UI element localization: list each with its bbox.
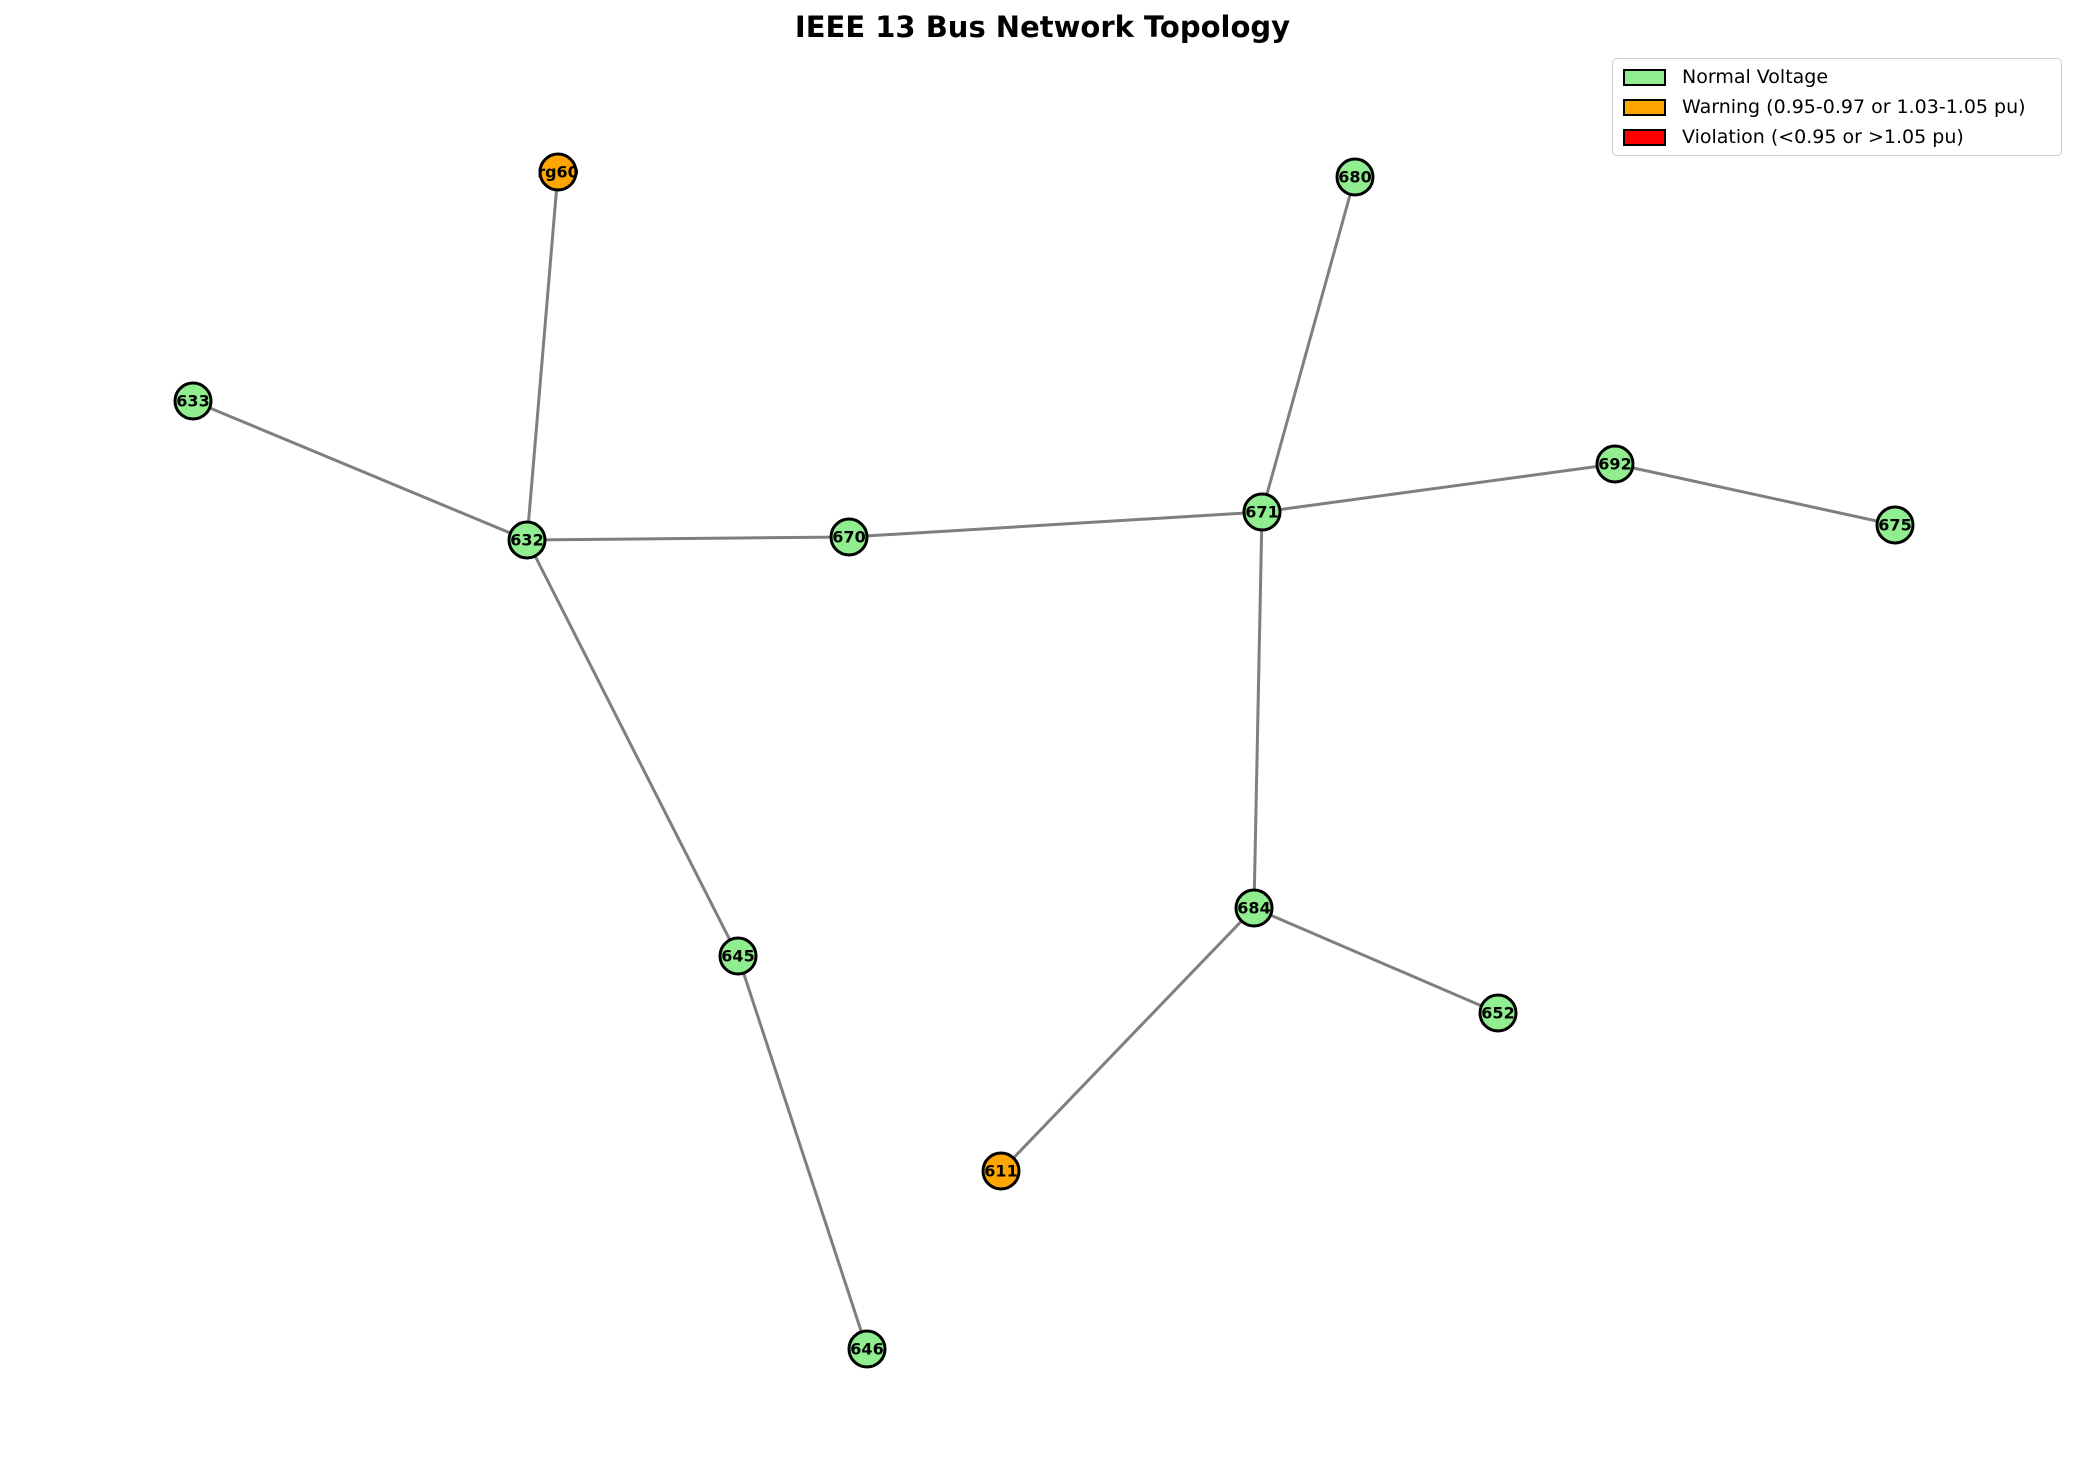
bus-label-646: 646 xyxy=(850,1340,883,1359)
bus-label-671: 671 xyxy=(1245,503,1278,522)
edge-684-611 xyxy=(999,906,1256,1173)
bus-circle-692 xyxy=(1595,444,1635,484)
bus-circle-633 xyxy=(173,381,213,421)
bus-label-670: 670 xyxy=(832,528,865,547)
legend-item-warning: Warning (0.95-0.97 or 1.03-1.05 pu) xyxy=(1613,93,2026,121)
bus-node-632[interactable]: 632 xyxy=(507,520,547,560)
legend-swatch-normal xyxy=(1623,68,1666,86)
bus-label-rg60: rg60 xyxy=(537,163,579,182)
edge-633-632 xyxy=(192,399,528,542)
bus-label-611: 611 xyxy=(984,1162,1017,1181)
bus-node-671[interactable]: 671 xyxy=(1242,492,1282,532)
bus-node-692[interactable]: 692 xyxy=(1595,444,1635,484)
edge-692-675 xyxy=(1614,462,1896,527)
legend-swatch-violation xyxy=(1623,128,1666,146)
edge-645-646 xyxy=(736,955,869,1350)
edges-layer xyxy=(192,171,1896,1350)
bus-node-646[interactable]: 646 xyxy=(847,1329,887,1369)
edge-684-652 xyxy=(1253,906,1499,1015)
legend-swatch-warning xyxy=(1623,98,1666,116)
bus-label-632: 632 xyxy=(510,531,543,550)
bus-circle-675 xyxy=(1875,505,1915,545)
bus-node-633[interactable]: 633 xyxy=(173,381,213,421)
bus-circle-680 xyxy=(1335,157,1375,197)
legend-label-violation: Violation (<0.95 or >1.05 pu) xyxy=(1682,126,1964,148)
bus-circle-684 xyxy=(1234,888,1274,928)
bus-node-684[interactable]: 684 xyxy=(1234,888,1274,928)
bus-node-652[interactable]: 652 xyxy=(1478,993,1518,1033)
legend-item-violation: Violation (<0.95 or >1.05 pu) xyxy=(1613,123,1964,151)
bus-label-684: 684 xyxy=(1237,899,1270,918)
bus-label-675: 675 xyxy=(1878,516,1911,535)
edge-671-684 xyxy=(1252,511,1264,909)
edge-rg60-632 xyxy=(525,171,560,541)
bus-node-611[interactable]: 611 xyxy=(981,1151,1021,1191)
edge-671-692 xyxy=(1261,462,1616,514)
bus-circle-rg60 xyxy=(538,152,578,192)
bus-label-692: 692 xyxy=(1598,455,1631,474)
legend-label-normal: Normal Voltage xyxy=(1682,66,1829,88)
bus-node-680[interactable]: 680 xyxy=(1335,157,1375,197)
edge-670-671 xyxy=(848,510,1263,539)
bus-circle-652 xyxy=(1478,993,1518,1033)
edge-632-645 xyxy=(525,539,740,957)
legend-item-normal: Normal Voltage xyxy=(1613,63,1828,91)
legend: Normal Voltage Warning (0.95-0.97 or 1.0… xyxy=(1612,58,2062,156)
bus-circle-632 xyxy=(507,520,547,560)
bus-circle-611 xyxy=(981,1151,1021,1191)
bus-circle-646 xyxy=(847,1329,887,1369)
edge-632-670 xyxy=(526,535,850,542)
bus-node-670[interactable]: 670 xyxy=(829,517,869,557)
bus-label-633: 633 xyxy=(176,392,209,411)
bus-label-645: 645 xyxy=(721,947,754,966)
legend-label-warning: Warning (0.95-0.97 or 1.03-1.05 pu) xyxy=(1682,96,2026,118)
nodes-layer: rg60 633 632 670 671 680 692 675 645 646 684 652 611 xyxy=(173,152,1915,1369)
bus-label-680: 680 xyxy=(1338,168,1371,187)
bus-circle-645 xyxy=(718,936,758,976)
bus-node-645[interactable]: 645 xyxy=(718,936,758,976)
bus-label-652: 652 xyxy=(1481,1004,1514,1023)
bus-node-rg60[interactable]: rg60 xyxy=(537,152,579,192)
edge-671-680 xyxy=(1260,176,1357,513)
bus-node-675[interactable]: 675 xyxy=(1875,505,1915,545)
bus-circle-671 xyxy=(1242,492,1282,532)
diagram-title: IEEE 13 Bus Network Topology xyxy=(794,10,1291,44)
bus-circle-670 xyxy=(829,517,869,557)
